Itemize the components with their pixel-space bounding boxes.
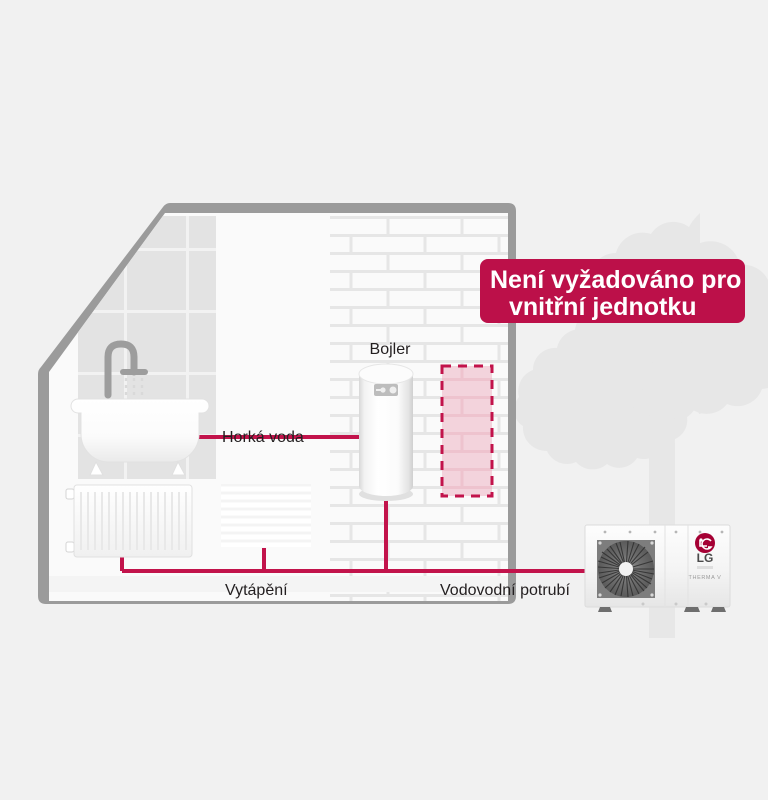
radiator [65,484,193,558]
callout-banner: Není vyžadováno pro vnitřní jednotku [480,259,745,323]
lg-outdoor-unit: LG THERMA V [584,524,731,612]
lg-logo-icon: LG [695,533,715,565]
placeholder-dashed-border [440,364,494,498]
indoor-unit-placeholder [440,364,494,498]
callout-line-2: vnitřní jednotku [509,293,697,321]
label-heating: Vytápění [225,582,288,599]
callout-line-1: Není vyžadováno pro [490,266,741,294]
bathtub [70,340,210,476]
label-water-pipes: Vodovodní potrubí [440,582,570,599]
therma-v-wordmark: THERMA V [689,575,722,581]
boiler-tank [358,363,414,501]
underfloor-heating-panel [221,484,311,548]
label-hot-water: Horká voda [222,429,304,446]
lg-wordmark: LG [697,551,714,565]
label-boiler: Bojler [370,341,412,358]
